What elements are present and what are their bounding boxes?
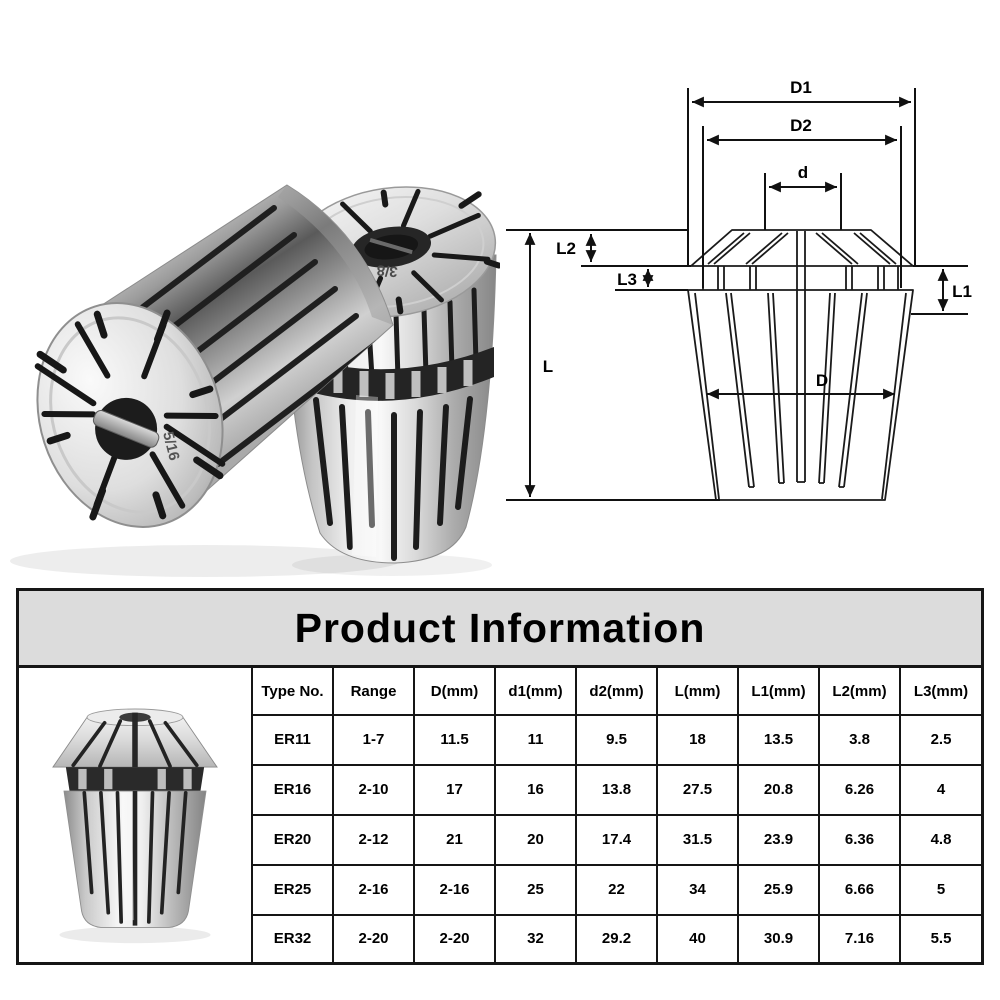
table-cell: 34 <box>656 863 739 916</box>
table-cell: 22 <box>575 863 658 916</box>
photo-shadow <box>10 545 400 577</box>
table-cell: 30.9 <box>737 913 820 962</box>
table-cell: 32 <box>494 913 577 962</box>
dim-label-d1: D1 <box>790 78 812 97</box>
table-cell: 2.5 <box>899 714 981 766</box>
table-cell: 4 <box>899 763 981 816</box>
column-header: d2(mm) <box>575 668 658 716</box>
dim-label-d: d <box>798 163 808 182</box>
column-header: L2(mm) <box>818 668 901 716</box>
table-cell: 27.5 <box>656 763 739 816</box>
table-cell: ER20 <box>251 813 334 866</box>
column-header: L3(mm) <box>899 668 981 716</box>
column-header: L1(mm) <box>737 668 820 716</box>
column-header: L(mm) <box>656 668 739 716</box>
table-cell: 21 <box>413 813 496 866</box>
table-cell: 9.5 <box>575 714 658 766</box>
lying-face-notches <box>36 309 224 521</box>
table-cell: ER11 <box>251 714 334 766</box>
column-header: Type No. <box>251 668 334 716</box>
dimension-diagram: D1 D2 d L2 L3 L1 L D <box>506 78 972 501</box>
product-info-box: Product Information <box>16 588 984 965</box>
table-cell: 17.4 <box>575 813 658 866</box>
table-cell: 3.8 <box>818 714 901 766</box>
table-cell: 31.5 <box>656 813 739 866</box>
small-photo-cell <box>19 668 251 962</box>
dim-label-d2: D2 <box>790 116 812 135</box>
table-cell: 11 <box>494 714 577 766</box>
table-cell: 11.5 <box>413 714 496 766</box>
table-cell: 7.16 <box>818 913 901 962</box>
table-cell: 2-20 <box>332 913 415 962</box>
table-cell: 40 <box>656 913 739 962</box>
column-header: d1(mm) <box>494 668 577 716</box>
table-cell: 5 <box>899 863 981 916</box>
table-cell: 5.5 <box>899 913 981 962</box>
table-cell: 2-10 <box>332 763 415 816</box>
table-cell: 13.8 <box>575 763 658 816</box>
table-cell: 25 <box>494 863 577 916</box>
table-cell: 25.9 <box>737 863 820 916</box>
table-cell: ER16 <box>251 763 334 816</box>
table-cell: 29.2 <box>575 913 658 962</box>
collet-drawing <box>687 229 914 501</box>
table-cell: ER32 <box>251 913 334 962</box>
dim-label-l1: L1 <box>952 282 972 301</box>
table-cell: 2-20 <box>413 913 496 962</box>
dimension-lines <box>506 88 968 501</box>
product-info-title: Product Information <box>19 591 981 668</box>
lying-collet-marking: 5/16 <box>159 430 183 462</box>
table-cell: 17 <box>413 763 496 816</box>
table-cell: 6.36 <box>818 813 901 866</box>
table-cell: 6.26 <box>818 763 901 816</box>
table-cell: 20 <box>494 813 577 866</box>
dim-label-l2: L2 <box>556 239 576 258</box>
dim-label-d-body: D <box>816 371 828 390</box>
table-cell: 2-16 <box>332 863 415 916</box>
small-collet-photo <box>52 708 218 944</box>
table-cell: 16 <box>494 763 577 816</box>
table-cell: 1-7 <box>332 714 415 766</box>
collets-photo: 3/8 <box>10 184 500 577</box>
table-cell: 20.8 <box>737 763 820 816</box>
table-cell: 2-12 <box>332 813 415 866</box>
table-cell: 13.5 <box>737 714 820 766</box>
standing-collet-marking: 3/8 <box>376 261 398 280</box>
table-cell: 18 <box>656 714 739 766</box>
column-header: D(mm) <box>413 668 496 716</box>
lying-collet: 5/16 <box>34 184 394 528</box>
table-cell: ER25 <box>251 863 334 916</box>
table-cell: 23.9 <box>737 813 820 866</box>
table-cell: 2-16 <box>413 863 496 916</box>
column-header: Range <box>332 668 415 716</box>
table-cell: 6.66 <box>818 863 901 916</box>
dim-label-l3: L3 <box>617 270 637 289</box>
lying-face-slits <box>34 321 226 509</box>
dim-label-l: L <box>543 357 553 376</box>
table-cell: 4.8 <box>899 813 981 866</box>
